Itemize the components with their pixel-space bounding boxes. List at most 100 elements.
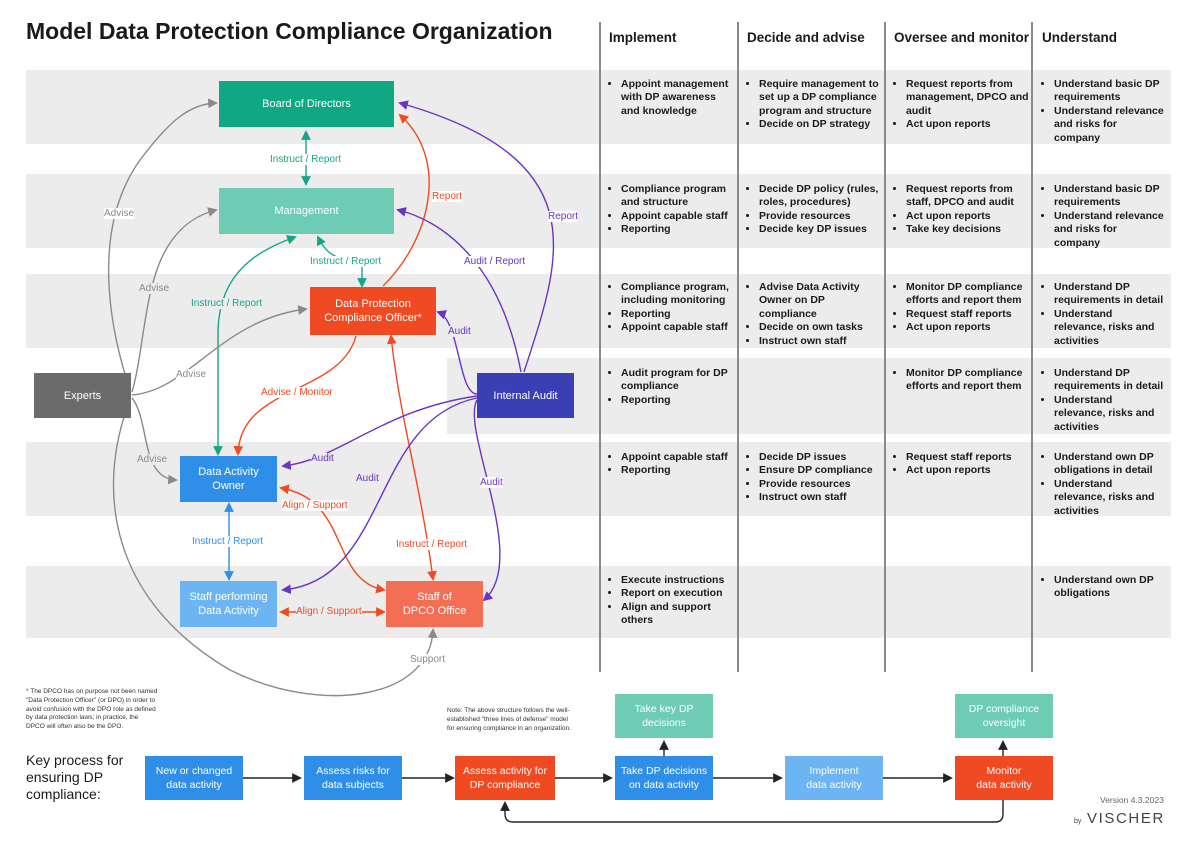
column-divider	[737, 22, 739, 672]
table-cell: Understand own DP obligations in detailU…	[1042, 451, 1164, 518]
process-step-oversight: DP compliance oversight	[955, 694, 1053, 738]
table-cell-item: Understand relevance, risks and activiti…	[1054, 478, 1164, 518]
table-cell-item: Appoint capable staff	[621, 321, 729, 334]
edge-label: Advise	[176, 369, 207, 380]
node-data-activity-owner: Data Activity Owner	[180, 456, 277, 502]
column-divider	[884, 22, 886, 672]
table-cell: Request reports from management, DPCO an…	[894, 78, 1029, 132]
table-cell-item: Request reports from staff, DPCO and aud…	[906, 183, 1029, 210]
table-cell-item: Reporting	[621, 464, 729, 477]
table-cell-item: Execute instructions	[621, 574, 729, 587]
table-cell: Compliance program, including monitoring…	[609, 281, 729, 335]
table-cell: Request reports from staff, DPCO and aud…	[894, 183, 1029, 237]
edge-experts-board	[108, 98, 218, 391]
table-cell-item: Decide on own tasks	[759, 321, 882, 334]
brand-logo: VISCHER	[1087, 810, 1165, 827]
edge-dpco-board	[382, 113, 430, 287]
edge-label: Audit	[448, 326, 471, 337]
edge-dao-staffdpco	[279, 484, 386, 594]
edge-label: Align / Support	[296, 606, 362, 617]
edge-experts-staffdpco	[112, 399, 438, 697]
table-cell-item: Understand own DP obligations	[1054, 574, 1164, 601]
structure-note: Note: The above structure follows the we…	[447, 707, 571, 732]
table-cell: Understand own DP obligations	[1042, 574, 1164, 601]
table-cell: Execute instructionsReport on executionA…	[609, 574, 729, 628]
table-cell-item: Understand relevance and risks for compa…	[1054, 210, 1164, 250]
process-step-implement: Implement data activity	[785, 756, 883, 800]
edge-label: Audit	[480, 477, 503, 488]
process-step-key-decisions: Take key DP decisions	[615, 694, 713, 738]
column-header-understand: Understand	[1042, 30, 1118, 45]
table-cell-item: Instruct own staff	[759, 491, 882, 504]
edge-label: Instruct / Report	[270, 154, 342, 165]
table-cell-item: Reporting	[621, 308, 729, 321]
table-cell-item: Decide DP issues	[759, 451, 882, 464]
edge-label: Report	[432, 191, 463, 202]
edge-label: Instruct / Report	[191, 298, 263, 309]
table-cell-item: Understand basic DP requirements	[1054, 183, 1164, 210]
edge-audit-staffdpco	[473, 399, 501, 602]
table-cell-item: Act upon reports	[906, 464, 1029, 477]
table-cell: Monitor DP compliance efforts and report…	[894, 367, 1029, 394]
table-cell-item: Provide resources	[759, 210, 882, 223]
node-board-of-directors: Board of Directors	[219, 81, 394, 127]
node-dpco: Data Protection Compliance Officer*	[310, 287, 436, 335]
edge-label: Audit / Report	[464, 256, 526, 267]
table-cell-item: Appoint capable staff	[621, 451, 729, 464]
node-internal-audit: Internal Audit	[477, 373, 574, 418]
table-cell-item: Understand own DP obligations in detail	[1054, 451, 1164, 478]
table-cell: Advise Data Activity Owner on DP complia…	[747, 281, 882, 348]
edge-management-dao	[213, 235, 297, 456]
process-step-take-decisions: Take DP decisions on data activity	[615, 756, 713, 800]
table-cell-item: Compliance program and structure	[621, 183, 729, 210]
edge-experts-dao	[131, 397, 178, 485]
table-cell-item: Act upon reports	[906, 210, 1029, 223]
table-cell-item: Advise Data Activity Owner on DP complia…	[759, 281, 882, 321]
column-divider	[599, 22, 601, 672]
table-cell-item: Monitor DP compliance efforts and report…	[906, 281, 1029, 308]
edge-label: Instruct / Report	[310, 256, 382, 267]
table-cell-item: Appoint capable staff	[621, 210, 729, 223]
table-cell-item: Decide DP policy (rules, roles, procedur…	[759, 183, 882, 210]
table-cell-item: Take key decisions	[906, 223, 1029, 236]
table-cell-item: Request staff reports	[906, 308, 1029, 321]
table-cell-item: Reporting	[621, 394, 729, 407]
table-cell-item: Request staff reports	[906, 451, 1029, 464]
page-title: Model Data Protection Compliance Organiz…	[26, 18, 553, 44]
table-cell-item: Appoint management with DP awareness and…	[621, 78, 729, 118]
table-cell: Require management to set up a DP compli…	[747, 78, 882, 132]
column-header-oversee: Oversee and monitor	[894, 30, 1030, 45]
edge-label: Advise	[139, 283, 170, 294]
table-cell-item: Monitor DP compliance efforts and report…	[906, 367, 1029, 394]
process-label: Key process for ensuring DP compliance:	[26, 752, 124, 802]
edge-label: Report	[548, 211, 579, 222]
table-cell-item: Act upon reports	[906, 321, 1029, 334]
table-cell-item: Decide on DP strategy	[759, 118, 882, 131]
table-cell: Understand DP requirements in detailUnde…	[1042, 367, 1164, 434]
edge-audit-staffperf	[281, 397, 478, 595]
table-cell-item: Understand relevance, risks and activiti…	[1054, 308, 1164, 348]
edge-audit-management	[396, 207, 522, 373]
footnote-dpco: * The DPCO has on purpose not been named…	[26, 688, 158, 731]
table-cell: Monitor DP compliance efforts and report…	[894, 281, 1029, 335]
edge-label: Support	[410, 654, 446, 665]
table-cell-item: Understand DP requirements in detail	[1054, 281, 1164, 308]
edge-audit-dpco	[436, 310, 478, 395]
process-step-assess-compliance: Assess activity for DP compliance	[455, 756, 555, 800]
table-cell-item: Require management to set up a DP compli…	[759, 78, 882, 118]
node-staff-performing: Staff performing Data Activity	[180, 581, 277, 627]
table-cell-item: Report on execution	[621, 587, 729, 600]
table-cell-item: Understand relevance, risks and activiti…	[1054, 394, 1164, 434]
edge-label: Align / Support	[282, 500, 348, 511]
node-staff-dpco-office: Staff of DPCO Office	[386, 581, 483, 627]
column-header-decide: Decide and advise	[747, 30, 865, 45]
edge-label: Advise	[137, 454, 168, 465]
column-header-implement: Implement	[609, 30, 677, 45]
version-label: Version 4.3.2023	[1100, 795, 1164, 805]
table-cell-item: Audit program for DP compliance	[621, 367, 729, 394]
process-loop-arrow	[500, 800, 1004, 823]
table-cell: Understand DP requirements in detailUnde…	[1042, 281, 1164, 348]
table-cell-item: Compliance program, including monitoring	[621, 281, 729, 308]
process-step-monitor: Monitor data activity	[955, 756, 1053, 800]
table-cell: Decide DP policy (rules, roles, procedur…	[747, 183, 882, 237]
